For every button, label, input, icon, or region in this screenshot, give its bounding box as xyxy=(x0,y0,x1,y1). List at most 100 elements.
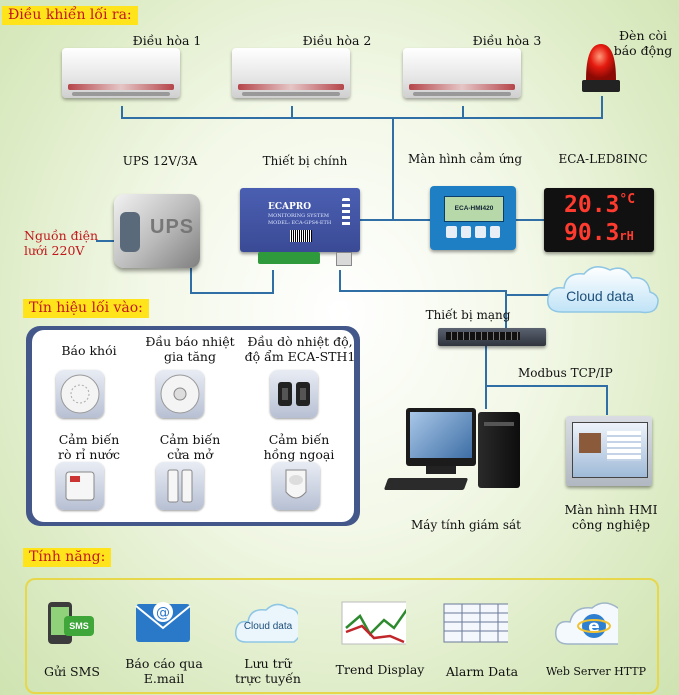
door-sensor-icon xyxy=(156,462,204,510)
sms-icon-text: SMS xyxy=(69,621,89,631)
modbus-label: Modbus TCP/IP xyxy=(518,366,613,380)
water-leak-sensor-line1: Cảm biến xyxy=(58,432,120,447)
led-humidity: 90.3rH xyxy=(564,220,634,246)
inputs-section-title: Tín hiệu lối vào: xyxy=(23,299,149,318)
ac3-label: Điều hòa 3 xyxy=(472,33,542,48)
hmi-graphic xyxy=(579,433,601,453)
ups-label: UPS 12V/3A xyxy=(122,154,198,168)
main-unit-body: ECAPRO MONITORING SYSTEM MODEL: ECA-GPS4… xyxy=(240,188,360,252)
cloud-data-label: Cloud data xyxy=(566,288,634,304)
trend-display-icon xyxy=(341,601,406,645)
link-net-switch xyxy=(505,290,507,330)
pc-tower xyxy=(478,412,520,488)
led-humidity-value: 90.3 xyxy=(564,220,620,246)
touch-screen-label: Màn hình cảm ứng xyxy=(408,152,523,166)
industrial-hmi-screen xyxy=(572,422,648,478)
temp-humidity-probe-icon xyxy=(270,370,318,418)
link-ac1 xyxy=(121,106,123,118)
link-main-ups xyxy=(272,270,274,294)
ups-logo: UPS xyxy=(150,216,195,238)
industrial-hmi-label-line2: công nghiệp xyxy=(571,517,651,532)
svg-text:@: @ xyxy=(156,605,170,621)
barcode xyxy=(290,230,312,242)
features-section-title: Tính năng: xyxy=(23,548,112,567)
ac1-label: Điều hòa 1 xyxy=(132,33,202,48)
cloud-storage-label: Lưu trữ trực tuyến xyxy=(226,656,310,686)
ir-sensor-icon xyxy=(272,462,320,510)
link-modbus-bus xyxy=(485,385,608,387)
cloud-storage-icon-text: Cloud data xyxy=(243,621,293,632)
industrial-hmi-label: Màn hình HMI công nghiệp xyxy=(556,502,666,532)
email-label: Báo cáo qua E.mail xyxy=(118,656,210,686)
touch-screen-model: ECA-HMI420 xyxy=(454,205,494,212)
industrial-hmi-label-line1: Màn hình HMI xyxy=(564,502,658,517)
temp-humidity-probe-line1: Đầu dò nhiệt độ, xyxy=(247,334,353,349)
ir-sensor-line2: hồng ngoại xyxy=(263,447,335,462)
status-leds xyxy=(342,198,350,228)
heat-detector-label-line1: Đầu báo nhiệt xyxy=(145,334,235,349)
pc-label: Máy tính giám sát xyxy=(411,518,521,532)
temp-humidity-probe-label: Đầu dò nhiệt độ, độ ẩm ECA-STH1 xyxy=(240,334,360,364)
hmi-table xyxy=(607,431,641,461)
hmi-button xyxy=(446,226,457,238)
link-net-cloud xyxy=(505,294,551,296)
led-display-device: 20.3°C 90.3rH xyxy=(544,188,654,252)
alarm-data-label: Alarm Data xyxy=(445,664,519,679)
sms-label: Gửi SMS xyxy=(44,664,100,679)
touch-screen-display: ECA-HMI420 xyxy=(444,196,504,222)
water-leak-sensor-icon xyxy=(56,462,104,510)
ac2-label: Điều hòa 2 xyxy=(302,33,372,48)
main-unit-subtitle: MONITORING SYSTEM xyxy=(268,213,329,219)
main-unit-brand: ECAPRO xyxy=(268,202,312,212)
door-sensor-line1: Cảm biến xyxy=(159,432,221,447)
alarm-light-label-line2: báo động xyxy=(613,43,673,58)
heat-detector-icon xyxy=(156,370,204,418)
link-ups-down xyxy=(190,268,192,294)
hmi-button xyxy=(489,226,500,238)
link-main-net-down xyxy=(339,270,341,292)
main-unit-device: ECAPRO MONITORING SYSTEM MODEL: ECA-GPS4… xyxy=(240,188,360,268)
terminal-block xyxy=(258,252,320,264)
alarm-data-icon xyxy=(443,603,508,643)
air-conditioner-1 xyxy=(62,48,180,98)
led-temperature-value: 20.3 xyxy=(564,192,620,218)
link-ac2 xyxy=(291,106,293,118)
link-alarm xyxy=(601,96,603,118)
ethernet-port xyxy=(336,252,352,266)
alarm-light-label: Đèn còi báo động xyxy=(612,28,674,58)
heat-detector-label: Đầu báo nhiệt gia tăng xyxy=(140,334,240,364)
network-switch-device xyxy=(438,328,546,346)
pc-screen xyxy=(410,412,472,458)
hmi-button xyxy=(460,226,471,238)
link-switch-down xyxy=(485,345,487,387)
alarm-light-icon xyxy=(582,44,620,92)
network-label: Thiết bị mạng xyxy=(425,308,511,322)
email-label-line1: Báo cáo qua xyxy=(125,656,203,671)
smoke-detector-label: Báo khói xyxy=(61,343,117,358)
temp-humidity-probe-line2: độ ẩm ECA-STH1 xyxy=(244,349,356,364)
output-bus xyxy=(121,117,603,119)
ups-device: UPS xyxy=(114,194,200,268)
link-main-output xyxy=(392,117,394,221)
link-pc xyxy=(485,385,487,409)
link-power-ups xyxy=(96,240,114,242)
led-temperature: 20.3°C xyxy=(564,192,635,218)
smoke-detector-icon xyxy=(56,370,104,418)
trend-display-label: Trend Display xyxy=(335,662,425,677)
cloud-storage-icon xyxy=(234,603,298,643)
air-conditioner-3 xyxy=(403,48,521,98)
hmi-button xyxy=(475,226,486,238)
email-label-line2: E.mail xyxy=(143,671,185,686)
cloud-storage-label-line2: trực tuyến xyxy=(235,671,301,686)
water-leak-sensor-label: Cảm biến rò rỉ nước xyxy=(44,432,134,462)
water-leak-sensor-line2: rò rỉ nước xyxy=(57,447,121,462)
link-main-net xyxy=(339,290,507,292)
ir-sensor-label: Cảm biến hồng ngoại xyxy=(244,432,354,462)
outputs-section-title: Điều khiển lối ra: xyxy=(2,6,138,25)
cloud-storage-label-line1: Lưu trữ xyxy=(244,656,292,671)
svg-text:e: e xyxy=(588,617,600,637)
air-conditioner-2 xyxy=(232,48,350,98)
pc-keyboard xyxy=(383,478,469,490)
led-temperature-unit: °C xyxy=(619,192,636,207)
sms-icon xyxy=(48,602,94,644)
